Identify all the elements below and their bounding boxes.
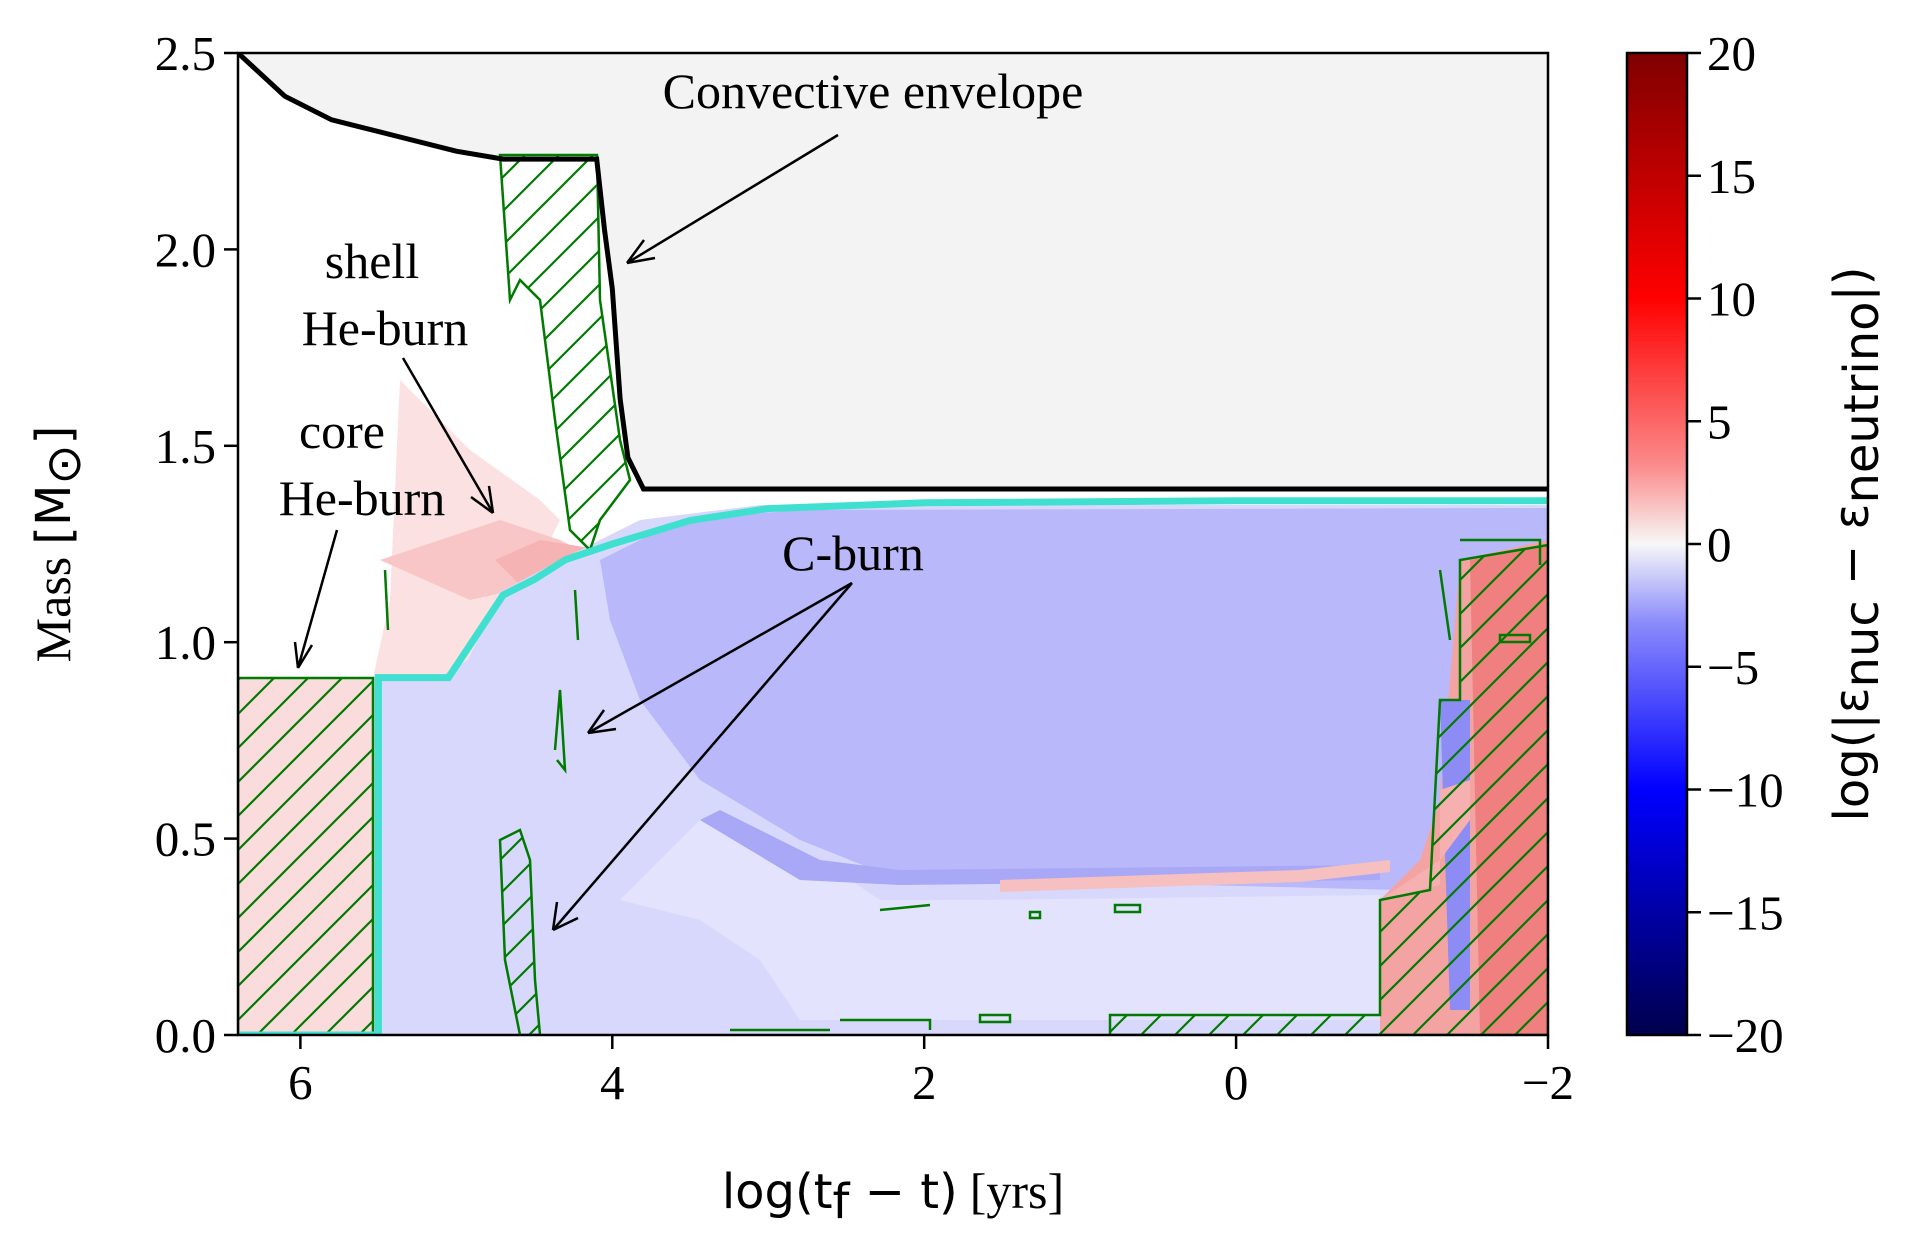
x-tick-label: 2 (912, 1055, 937, 1110)
y-tick-label: 1.5 (155, 419, 216, 474)
colorbar-tick-label: 20 (1707, 26, 1756, 81)
colorbar-ticks: 20 15 10 5 0 −5 −10 −15 −20 (1687, 26, 1784, 1063)
arrow-c-burn-lower (551, 582, 853, 932)
x-tick-label: −2 (1522, 1055, 1574, 1110)
y-tick-label: 0.0 (155, 1008, 216, 1063)
x-tick-label: 4 (600, 1055, 625, 1110)
colorbar-tick-label: 10 (1707, 272, 1756, 327)
y-axis-label: Mass[M⊙] (25, 426, 92, 663)
annotation-c-burn: C-burn (782, 525, 924, 581)
colorbar (1625, 51, 1689, 1037)
core-boundary-line (238, 497, 1548, 1035)
colorbar-tick-label: −20 (1707, 1008, 1784, 1063)
arrow-convective-envelope (625, 133, 839, 265)
y-tick-label: 2.0 (155, 222, 216, 277)
colorbar-tick-label: 0 (1707, 517, 1732, 572)
annotation-core: core (299, 403, 385, 459)
x-tick-label: 6 (288, 1055, 313, 1110)
arrow-shell-he-burn (401, 357, 495, 515)
colorbar-tick-label: −10 (1707, 763, 1784, 818)
x-axis-ticks: 6 4 2 0 −2 (288, 1035, 1574, 1110)
y-tick-label: 1.0 (155, 615, 216, 670)
convective-envelope-fill (238, 53, 1548, 489)
annotation-convective-envelope: Convective envelope (663, 63, 1084, 119)
annotation-shell-he-burn: He-burn (302, 300, 469, 356)
colorbar-tick-label: −5 (1707, 640, 1759, 695)
y-tick-label: 0.5 (155, 812, 216, 867)
arrow-c-burn-upper (586, 581, 853, 735)
convective-envelope-boundary-line (238, 53, 1548, 492)
colorbar-label: log(|εnuc − εneutrino|) (1824, 267, 1890, 822)
annotation-core-he-burn: He-burn (279, 470, 446, 526)
colorbar-tick-label: −15 (1707, 885, 1784, 940)
arrow-core-he-burn (293, 529, 339, 669)
colorbar-tick-label: 5 (1707, 394, 1732, 449)
x-axis-label: log(tf − t)[yrs] (722, 1163, 1064, 1230)
heatmap-background (238, 53, 1548, 1035)
annotation-shell: shell (325, 233, 419, 289)
colorbar-tick-label: 15 (1707, 149, 1756, 204)
y-axis-ticks: 0.0 0.5 1.0 1.5 2.0 2.5 (155, 26, 238, 1063)
x-tick-label: 0 (1224, 1055, 1249, 1110)
plot-frame (236, 51, 1550, 1037)
y-tick-label: 2.5 (155, 26, 216, 81)
